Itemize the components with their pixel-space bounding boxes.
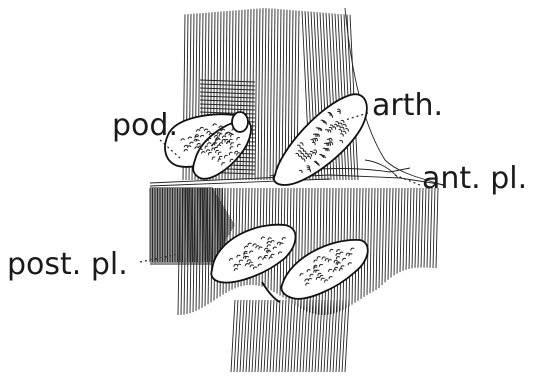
podobranch-knob xyxy=(232,112,248,132)
label-ant-pl: ant. pl. xyxy=(422,161,527,196)
label-pod: pod. xyxy=(112,108,178,143)
limb-body-hatching xyxy=(178,8,445,372)
arthrobranch-gill xyxy=(274,94,367,185)
label-arth: arth. xyxy=(372,88,443,123)
label-post-pl: post. pl. xyxy=(7,247,128,282)
